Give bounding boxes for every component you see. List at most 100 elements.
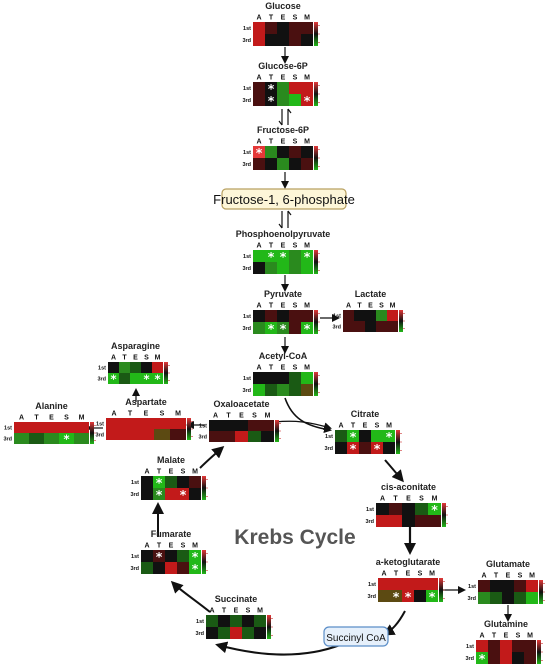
column-header: M <box>386 423 392 430</box>
heatmap-cell <box>253 22 265 34</box>
heatmap-cell <box>165 488 177 500</box>
row-label: 1st <box>366 507 374 513</box>
column-header: A <box>256 243 261 250</box>
color-scale-bar <box>314 22 318 46</box>
heatmap-cell <box>301 34 313 46</box>
heatmap-cell <box>261 420 274 431</box>
heatmap-cell <box>277 372 289 384</box>
significance-star: * <box>156 549 163 564</box>
arrow-citrate-cisaconitate <box>384 459 404 483</box>
color-scale-bar <box>314 250 318 274</box>
column-header: M <box>192 469 198 476</box>
column-header: A <box>111 355 116 362</box>
metabolite-title: Fumarate <box>151 529 192 539</box>
metabolite-title: Pyruvate <box>264 289 302 299</box>
row-label: 3rd <box>198 435 207 441</box>
column-header: T <box>394 571 399 578</box>
reversible-arrow-f16bp-pep <box>278 210 292 229</box>
heatmap-cell <box>490 580 502 592</box>
color-scale-bar <box>442 503 446 527</box>
color-scale-bar <box>202 476 206 500</box>
heatmap-cell <box>254 627 266 639</box>
significance-star: * <box>479 651 486 666</box>
heatmap-cell <box>235 420 248 431</box>
column-header: S <box>246 608 251 615</box>
column-header: S <box>418 571 423 578</box>
heatmap-cell <box>265 22 277 34</box>
metabolite-title: Phosphoenolpyruvate <box>236 229 331 239</box>
heatmap-cell <box>383 442 395 454</box>
column-header: M <box>304 365 310 372</box>
column-header: A <box>381 571 386 578</box>
heatmap-cell <box>524 652 536 664</box>
heatmap-cell <box>209 431 222 442</box>
heatmap-cell <box>289 82 301 94</box>
column-header: S <box>293 303 298 310</box>
column-header: E <box>506 573 511 580</box>
metabolite-title: Asparagine <box>111 341 160 351</box>
column-header: E <box>406 571 411 578</box>
heatmap-cell <box>265 262 277 274</box>
color-scale-bar <box>396 430 400 454</box>
heatmap-cell <box>44 422 59 433</box>
heatmap-cell <box>222 431 235 442</box>
column-header: S <box>181 469 186 476</box>
heatmap-cell <box>500 640 512 652</box>
column-header: M <box>155 355 161 362</box>
heatmap-cell <box>242 627 254 639</box>
color-scale-bar <box>314 372 318 396</box>
column-header: S <box>419 496 424 503</box>
significance-star: * <box>350 429 357 444</box>
heatmap-cell <box>289 322 301 334</box>
heatmap-cell <box>402 578 414 590</box>
row-label: 1st <box>98 366 106 372</box>
heatmap-cell <box>301 262 313 274</box>
column-header: A <box>111 411 116 418</box>
heatmap-cell <box>301 322 313 334</box>
heatmap-cell <box>141 373 152 384</box>
heatmap-cell <box>141 550 153 562</box>
heatmap-cell <box>165 476 177 488</box>
heatmap-cell <box>526 580 538 592</box>
column-header: M <box>257 608 263 615</box>
heatmap-cell <box>253 384 265 396</box>
heatmap-cell <box>14 422 29 433</box>
significance-star: * <box>156 487 163 502</box>
row-label: 1st <box>243 26 251 32</box>
heatmap-cell <box>206 615 218 627</box>
reversible-arrow-g6p-f6p <box>278 108 292 126</box>
heatmap-cell <box>119 373 130 384</box>
heatmap-cell <box>265 310 277 322</box>
column-header: T <box>269 139 274 146</box>
row-label: 1st <box>196 619 204 625</box>
metabolite-title: Lactate <box>355 289 387 299</box>
row-label: 1st <box>199 424 207 430</box>
significance-star: * <box>374 441 381 456</box>
heatmap-cell <box>253 262 265 274</box>
significance-star: * <box>280 249 287 264</box>
row-label: 3rd <box>242 388 251 394</box>
heatmap-cell <box>359 430 371 442</box>
row-label: 3rd <box>324 446 333 452</box>
heatmap-cell <box>141 476 153 488</box>
heatmap-cell <box>526 592 538 604</box>
column-header: S <box>160 411 165 418</box>
heatmap-cell <box>253 372 265 384</box>
column-header: T <box>492 633 497 640</box>
column-header: E <box>133 355 138 362</box>
row-label: 1st <box>131 554 139 560</box>
heatmap-cell <box>376 503 389 515</box>
heatmap-cell <box>119 362 130 373</box>
column-header: M <box>527 633 533 640</box>
heatmap-cell <box>488 640 500 652</box>
heatmap-cell <box>354 321 365 332</box>
heatmap-cell <box>371 430 383 442</box>
